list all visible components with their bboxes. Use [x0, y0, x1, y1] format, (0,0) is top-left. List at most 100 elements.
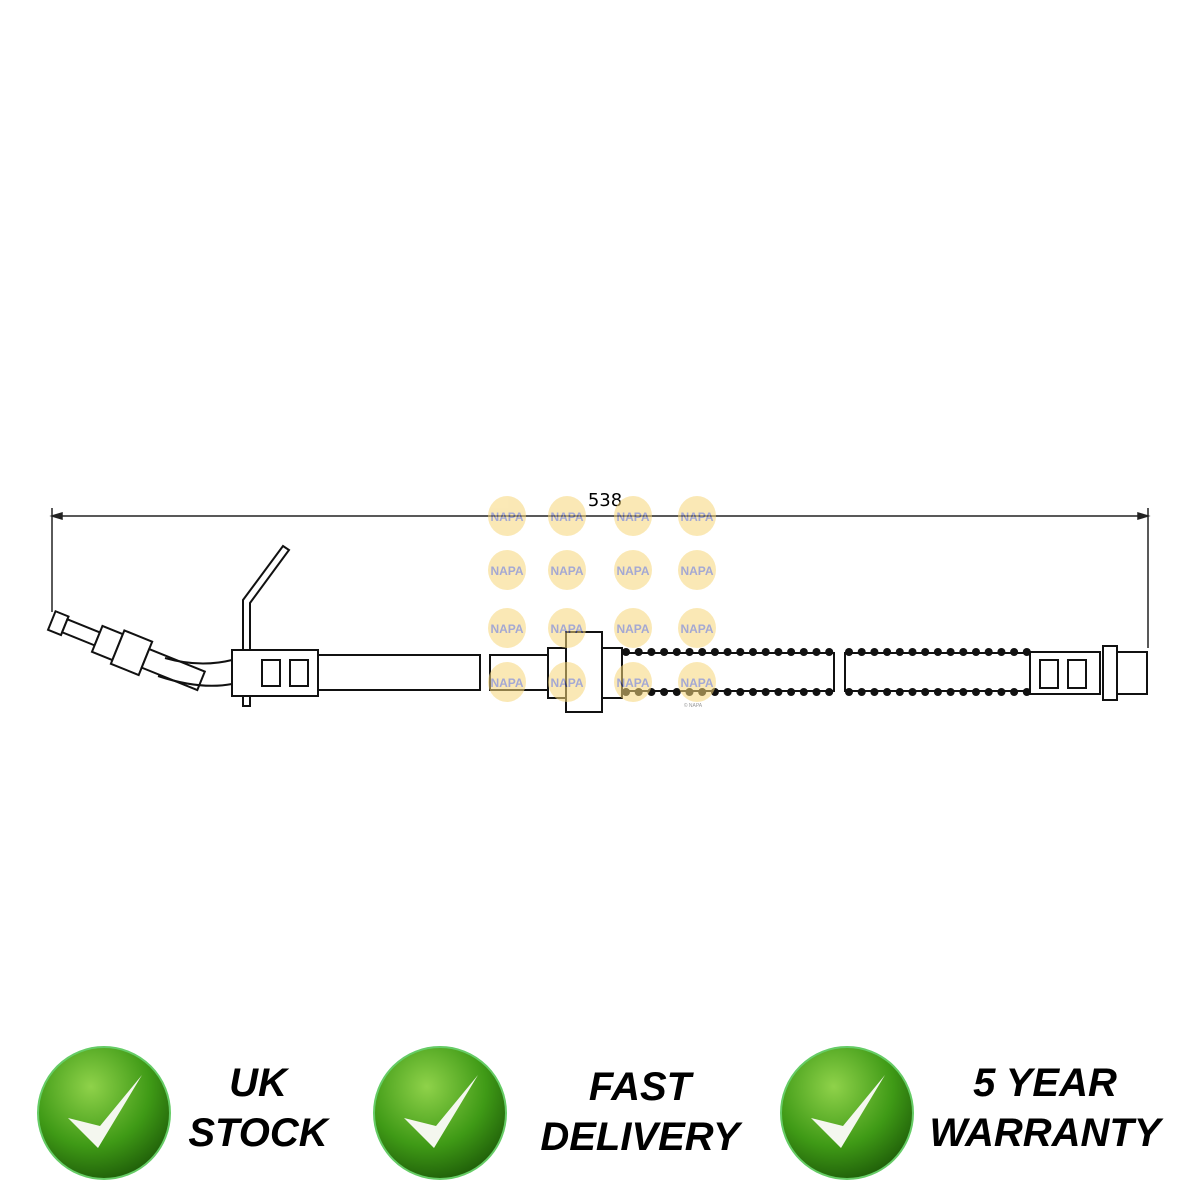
left-fitting — [46, 609, 207, 692]
svg-text:NAPA: NAPA — [490, 622, 523, 636]
hose-rib — [946, 688, 955, 696]
svg-text:NAPA: NAPA — [680, 510, 713, 524]
hose-rib — [812, 688, 821, 696]
hose-rib — [946, 648, 955, 656]
hose-rib — [749, 688, 757, 696]
hose-rib — [736, 688, 745, 696]
hose-rib — [908, 688, 917, 696]
hose-rib — [749, 648, 757, 656]
napa-watermark-logo: NAPA — [614, 550, 652, 590]
hose-rib — [933, 648, 942, 656]
hose-rib — [959, 688, 968, 696]
svg-text:NAPA: NAPA — [550, 510, 583, 524]
hose-rib — [857, 648, 866, 656]
hose-rib — [933, 688, 942, 696]
hose-rib — [984, 648, 993, 656]
badge-fast-delivery: FAST DELIVERY — [510, 1062, 770, 1162]
badge-line1: FAST — [588, 1065, 692, 1109]
badge-line2: WARRANTY — [929, 1111, 1161, 1155]
badge-check-warranty — [780, 1046, 914, 1180]
hose-rib — [825, 688, 834, 696]
hose-rib — [908, 648, 917, 656]
hose-rib — [672, 648, 681, 656]
hose-rib — [883, 688, 892, 696]
hose-rib — [895, 688, 904, 696]
napa-watermark-logo: NAPA — [614, 496, 652, 536]
napa-watermark-logo: NAPA — [614, 608, 652, 648]
svg-text:NAPA: NAPA — [616, 676, 649, 690]
dimension-line — [49, 508, 1151, 648]
hose-rib — [787, 688, 796, 696]
badge-line1: 5 YEAR — [973, 1061, 1117, 1105]
hose-rib — [660, 688, 669, 696]
badge-line2: STOCK — [188, 1111, 328, 1155]
hose-rib — [870, 648, 879, 656]
hose-rib — [647, 648, 656, 656]
badge-line2: DELIVERY — [540, 1115, 740, 1159]
hose-rib — [634, 648, 643, 656]
hose-rib — [972, 648, 980, 656]
napa-watermark-logo: NAPA — [678, 496, 716, 536]
hose-rib — [698, 648, 707, 656]
napa-watermark-grid: NAPA NAPA NAPA NAPA NAPA NAPA NAPA NAPA NAPA NAPA… — [488, 496, 716, 702]
napa-watermark-logo: NAPA — [678, 550, 716, 590]
napa-watermark-logo: NAPA — [488, 550, 526, 590]
napa-watermark-logo: NAPA — [548, 662, 586, 702]
hose-rib — [799, 648, 808, 656]
hose-rib — [774, 688, 783, 696]
svg-text:NAPA: NAPA — [550, 622, 583, 636]
hose-rib — [672, 688, 681, 696]
napa-watermark-logo: NAPA — [488, 496, 526, 536]
badge-line1: UK — [229, 1061, 287, 1105]
hose-rib — [845, 648, 853, 656]
hose-rib — [883, 648, 892, 656]
svg-text:NAPA: NAPA — [680, 622, 713, 636]
napa-watermark-logo: NAPA — [488, 662, 526, 702]
svg-text:NAPA: NAPA — [550, 676, 583, 690]
napa-watermark-logo: NAPA — [548, 496, 586, 536]
napa-watermark-logo: NAPA — [548, 608, 586, 648]
hose-rib — [825, 648, 834, 656]
hose-rib — [997, 648, 1006, 656]
hose-rib — [761, 688, 770, 696]
hose-rib — [1022, 648, 1031, 656]
dimension-label: 538 — [588, 490, 622, 511]
svg-text:NAPA: NAPA — [680, 564, 713, 578]
hose-rib — [895, 648, 904, 656]
svg-text:NAPA: NAPA — [490, 676, 523, 690]
hose-rib — [972, 688, 980, 696]
svg-text:NAPA: NAPA — [616, 622, 649, 636]
hose-rib — [787, 648, 796, 656]
napa-watermark-logo: NAPA — [548, 550, 586, 590]
hose-drawing — [46, 544, 1148, 713]
hose-rib — [812, 648, 821, 656]
hose-rib — [723, 688, 732, 696]
hose-rib — [997, 688, 1006, 696]
hose-rib — [921, 688, 930, 696]
hose-rib — [736, 648, 745, 656]
badge-5-year-warranty: 5 YEAR WARRANTY — [905, 1058, 1185, 1158]
hose-rib — [870, 688, 879, 696]
svg-text:NAPA: NAPA — [616, 564, 649, 578]
badge-check-fast-delivery — [373, 1046, 507, 1180]
hose-rib — [799, 688, 808, 696]
hose-rib — [710, 648, 719, 656]
napa-watermark-logo: NAPA — [488, 608, 526, 648]
hose-rib — [1010, 688, 1019, 696]
svg-text:NAPA: NAPA — [616, 510, 649, 524]
hose-rib — [622, 648, 630, 656]
hose-rib — [959, 648, 968, 656]
hose-rib — [1010, 648, 1019, 656]
badge-check-uk-stock — [37, 1046, 171, 1180]
hose-rib — [984, 688, 993, 696]
hose-rib — [685, 648, 694, 656]
napa-watermark-logo: NAPA — [678, 662, 716, 702]
watermark-caption: © NAPA — [684, 702, 703, 709]
hose-rib — [845, 688, 853, 696]
hose-rib — [857, 688, 866, 696]
napa-watermark-logo: NAPA — [614, 662, 652, 702]
svg-text:NAPA: NAPA — [490, 564, 523, 578]
svg-text:NAPA: NAPA — [490, 510, 523, 524]
badge-uk-stock: UK STOCK — [128, 1058, 388, 1158]
